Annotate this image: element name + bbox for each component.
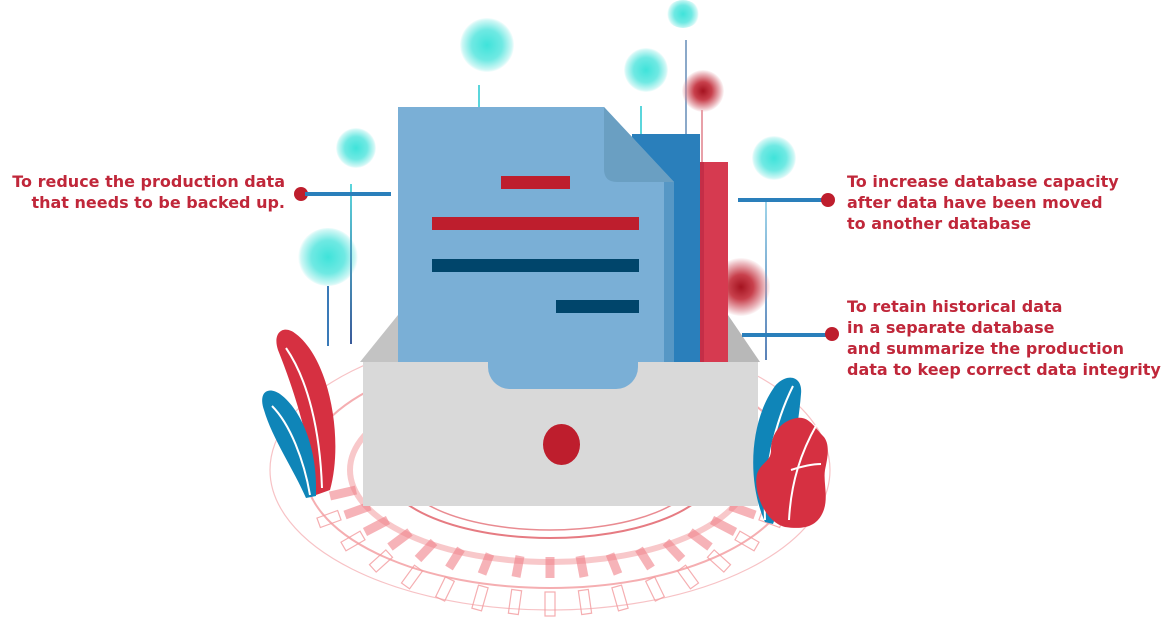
glow-orb-icon <box>666 0 700 28</box>
document-text-line <box>501 176 570 189</box>
label-line: To reduce the production data <box>12 172 285 191</box>
label-line: after data have been moved <box>847 193 1103 212</box>
connector-dot <box>825 327 839 341</box>
label-line: To retain historical data <box>847 297 1063 316</box>
connector-dot <box>294 187 308 201</box>
document-back-red <box>700 162 728 362</box>
label-line: and summarize the production <box>847 339 1125 358</box>
stem-line <box>640 106 642 136</box>
document-text-line <box>556 300 639 313</box>
label-line: To increase database capacity <box>847 172 1119 191</box>
label-line: data to keep correct data integrity <box>847 360 1161 379</box>
glow-orb-icon <box>624 48 668 92</box>
glow-orb-icon <box>460 18 514 72</box>
label-line: in a separate database <box>847 318 1055 337</box>
connector-dot <box>821 193 835 207</box>
connector-line <box>738 198 824 202</box>
document-text-line <box>432 217 639 230</box>
leaf-decoration-right <box>753 377 828 528</box>
glow-orb-red-icon <box>682 70 724 112</box>
label-reduce-backup: To reduce the production data that needs… <box>12 171 285 213</box>
label-line: to another database <box>847 214 1032 233</box>
tray-knob-icon <box>543 424 580 465</box>
connector-line <box>742 333 828 337</box>
connector-line <box>305 192 391 196</box>
glow-orb-icon <box>298 228 358 286</box>
leaf-decoration-left <box>262 329 336 498</box>
tray-back <box>360 315 760 362</box>
glow-orb-icon <box>752 136 796 180</box>
stem-line <box>350 184 352 344</box>
label-line: that needs to be backed up. <box>31 193 285 212</box>
stem-line <box>478 85 480 109</box>
label-retain-historical: To retain historical data in a separate … <box>847 296 1161 380</box>
stem-line <box>327 286 329 346</box>
document-text-line <box>432 259 639 272</box>
glow-orb-icon <box>336 128 376 168</box>
document-front <box>398 107 674 393</box>
label-increase-capacity: To increase database capacity after data… <box>847 171 1119 234</box>
document-tab <box>488 362 638 389</box>
stem-line <box>701 110 703 165</box>
